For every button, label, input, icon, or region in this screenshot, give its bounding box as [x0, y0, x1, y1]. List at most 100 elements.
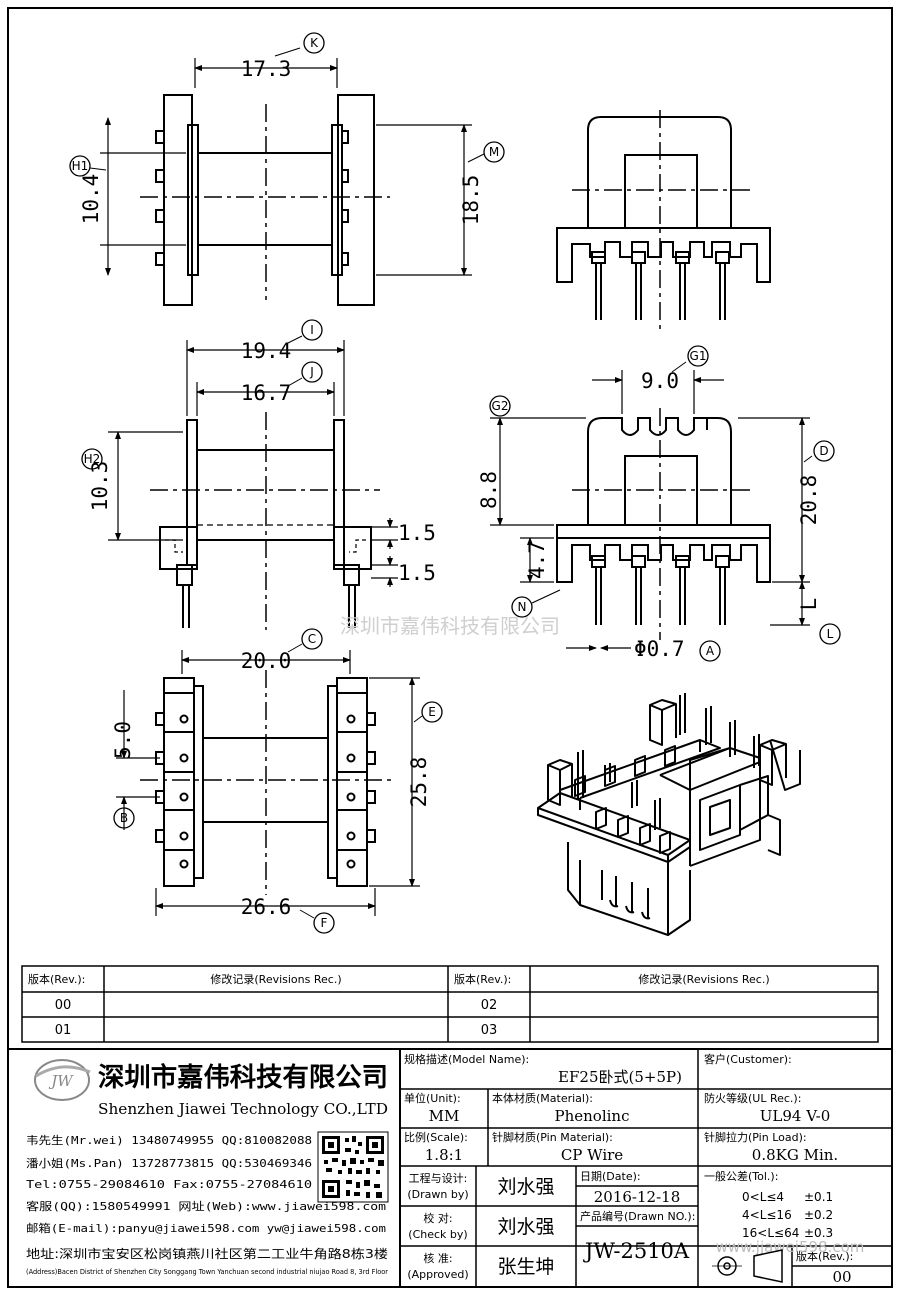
dim-b: 5.0 — [111, 721, 135, 759]
rec-header-1: 修改记录(Revisions Rec.) — [210, 972, 341, 986]
qr-code-icon — [317, 1131, 389, 1203]
tol-value-0: ±0.1 — [804, 1190, 833, 1204]
material-label: 本体材质(Material): — [492, 1091, 593, 1105]
revision-table — [21, 965, 879, 1043]
contact-line-0: 韦先生(Mr.wei) 13480749955 QQ:810082088 — [26, 1133, 312, 1147]
rec-header-2: 修改记录(Revisions Rec.) — [638, 972, 769, 986]
label-c: C — [308, 632, 316, 646]
contact-line-1: 潘小姐(Ms.Pan) 13728773815 QQ:530469346 — [26, 1156, 312, 1170]
rev-row-0-a: 00 — [55, 998, 72, 1013]
view-bottom-left — [140, 670, 392, 895]
unit-value: MM — [429, 1107, 460, 1125]
view-mid-right — [556, 408, 771, 640]
dim-group-c — [116, 650, 420, 916]
address-cn: 地址:深圳市宝安区松岗镇燕川社区第二工业牛角路8栋3楼 — [26, 1246, 388, 1261]
check-label-cn: 校 对: — [423, 1211, 452, 1225]
drawn-value: 刘水强 — [497, 1176, 554, 1198]
drawn-label-cn: 工程与设计: — [409, 1172, 468, 1185]
model-value: EF25卧式(5+5P) — [558, 1068, 682, 1086]
rev-label: 版本(Rev.): — [796, 1249, 853, 1263]
unit-label: 单位(Unit): — [404, 1091, 461, 1105]
rev-row-1-a: 01 — [55, 1023, 72, 1038]
drawing-no-label: 产品编号(Drawn NO.): — [580, 1209, 695, 1223]
approved-label-en: (Approved) — [407, 1268, 468, 1281]
label-f: F — [321, 916, 328, 930]
dim-f: 26.6 — [241, 895, 292, 919]
dim-w1: 1.5 — [398, 521, 436, 545]
callout-labels — [69, 32, 841, 934]
dim-pin: Φ0.7 — [634, 637, 685, 661]
contact-line-4: 邮箱(E-mail):panyu@jiawei598.com yw@jiawei… — [26, 1221, 386, 1235]
dim-j: 16.7 — [241, 381, 292, 405]
label-d: D — [819, 444, 828, 458]
dim-m: 18.5 — [459, 175, 483, 226]
contact-line-2: Tel:0755-29084610 Fax:0755-27084610 — [26, 1178, 312, 1191]
dim-group-g1 — [490, 370, 810, 651]
approved-label-cn: 核 准: — [423, 1251, 452, 1265]
pin-load-label: 针脚拉力(Pin Load): — [704, 1130, 807, 1144]
company-name-cn: 深圳市嘉伟科技有限公司 — [98, 1062, 388, 1093]
drawn-label-en: (Drawn by) — [407, 1188, 468, 1201]
rev-header-2: 版本(Rev.): — [454, 972, 511, 986]
dimension-texts: 17.3 10.4 18.5 19.4 16.7 10.3 1.5 1.5 9.… — [79, 57, 821, 919]
drawing-no-value: JW-2510A — [583, 1239, 690, 1263]
scale-label: 比例(Scale): — [404, 1130, 468, 1144]
view-top-left — [140, 94, 390, 306]
watermark-web: www.jjawei598.com — [716, 1238, 865, 1256]
tol-value-2: ±0.3 — [804, 1226, 833, 1240]
pin-load-value: 0.8KG Min. — [752, 1146, 838, 1164]
check-label-en: (Check by) — [408, 1228, 467, 1241]
dim-h1: 10.4 — [79, 174, 103, 225]
label-e: E — [428, 705, 436, 719]
approved-value: 张生坤 — [497, 1256, 554, 1278]
dim-h2: 10.3 — [88, 461, 112, 512]
dim-e: 25.8 — [407, 757, 431, 808]
pin-material-label: 针脚材质(Pin Material): — [492, 1130, 613, 1144]
scale-value: 1.8:1 — [425, 1146, 463, 1164]
label-j: J — [309, 365, 314, 379]
label-h2: H2 — [84, 452, 101, 466]
label-l: L — [827, 627, 834, 641]
label-b: B — [120, 811, 128, 825]
date-value: 2016-12-18 — [594, 1188, 680, 1206]
dim-d: 20.8 — [797, 475, 821, 526]
tol-range-1: 4<L≤16 — [742, 1208, 792, 1222]
label-g2: G2 — [492, 399, 509, 413]
label-i: I — [310, 323, 314, 337]
date-label: 日期(Date): — [580, 1170, 641, 1183]
tol-value-1: ±0.2 — [804, 1208, 833, 1222]
label-k: K — [310, 36, 319, 50]
label-h1: H1 — [72, 159, 89, 173]
label-m: M — [489, 145, 499, 159]
ul-value: UL94 V-0 — [760, 1107, 831, 1125]
company-name-en: Shenzhen Jiawei Technology CO.,LTD — [98, 1100, 388, 1118]
dim-w2: 1.5 — [398, 561, 436, 585]
view-isometric — [537, 693, 801, 936]
model-label: 规格描述(Model Name): — [404, 1052, 529, 1066]
check-value: 刘水强 — [497, 1216, 554, 1238]
pin-material-value: CP Wire — [561, 1146, 623, 1164]
tol-label: 一般公差(Tol.): — [704, 1169, 778, 1183]
contact-line-3: 客服(QQ):1580549991 网址(Web):www.jiawei598.… — [26, 1199, 386, 1213]
rev-row-0-b: 02 — [481, 998, 498, 1013]
rev-row-1-b: 03 — [481, 1023, 498, 1038]
title-block-frame — [8, 1048, 892, 1287]
ul-label: 防火等级(UL Rec.): — [704, 1091, 801, 1105]
label-g1: G1 — [690, 349, 707, 363]
tol-range-2: 16<L≤64 — [742, 1226, 799, 1240]
material-value: Phenolinc — [555, 1107, 630, 1125]
dim-i: 19.4 — [241, 339, 292, 363]
dim-k: 17.3 — [241, 57, 292, 81]
dim-n: 4.7 — [525, 541, 549, 579]
logo-text: JW — [48, 1072, 74, 1090]
watermark: 深圳市嘉伟科技有限公司 — [340, 614, 560, 638]
dim-group-i — [108, 340, 398, 587]
tol-range-0: 0<L≤4 — [742, 1190, 784, 1204]
address-en: (Address)Bacen District of Shenzhen City… — [26, 1268, 388, 1276]
dim-c: 20.0 — [241, 649, 292, 673]
dim-g1: 9.0 — [641, 369, 679, 393]
view-top-right — [556, 110, 771, 330]
projection-symbol-icon — [712, 1249, 783, 1283]
label-n: N — [518, 600, 527, 614]
